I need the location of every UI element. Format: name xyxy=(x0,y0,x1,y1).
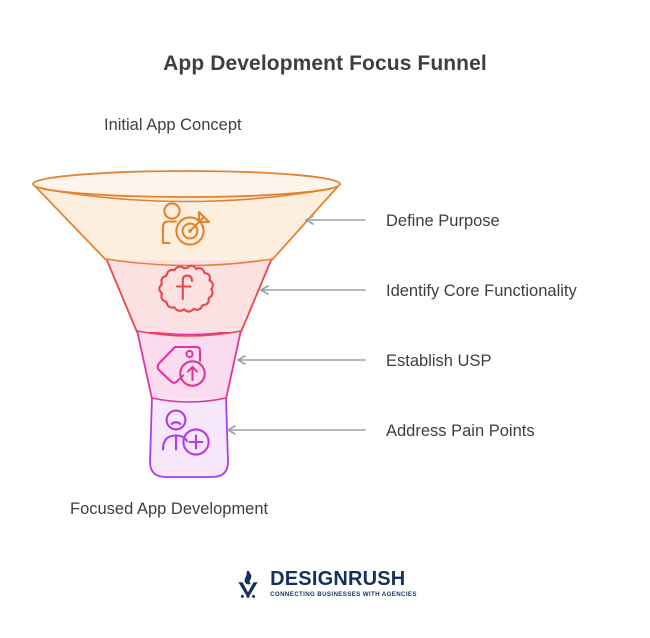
connector-line-1 xyxy=(259,285,366,295)
torch-v-icon xyxy=(238,570,258,599)
callout-connectors xyxy=(226,215,366,435)
person-target-icon xyxy=(161,202,211,246)
brand-text-group: DESIGNRUSH CONNECTING BUSINESSES WITH AG… xyxy=(270,569,417,598)
funnel-segment-define-purpose[interactable] xyxy=(32,183,341,267)
funnel-stage-label-identify-core-functionality: Identify Core Functionality xyxy=(386,282,577,300)
funnel-segment-identify-core-functionality[interactable] xyxy=(105,257,273,337)
connector-line-0 xyxy=(304,215,366,225)
price-tag-arrow-up-icon xyxy=(156,345,206,387)
funnel-stage-label-address-pain-points: Address Pain Points xyxy=(386,422,535,440)
gear-f-icon xyxy=(158,264,214,313)
funnel-stage-label-define-purpose: Define Purpose xyxy=(386,212,500,230)
funnel-segment-establish-usp[interactable] xyxy=(136,329,242,403)
page-title: App Development Focus Funnel xyxy=(163,52,487,75)
funnel-bottom-caption: Focused App Development xyxy=(70,500,269,518)
connector-line-2 xyxy=(236,355,366,365)
person-plus-icon xyxy=(161,409,210,456)
brand-tagline: CONNECTING BUSINESSES WITH AGENCIES xyxy=(270,591,417,599)
designrush-logo[interactable]: DESIGNRUSH CONNECTING BUSINESSES WITH AG… xyxy=(0,568,650,600)
connector-line-3 xyxy=(226,425,366,435)
brand-name: DESIGNRUSH xyxy=(270,568,406,591)
funnel-rim xyxy=(32,170,341,203)
funnel-stage-label-establish-usp: Establish USP xyxy=(386,352,492,370)
funnel-top-caption: Initial App Concept xyxy=(104,116,242,134)
funnel-segment-address-pain-points[interactable] xyxy=(149,396,229,478)
